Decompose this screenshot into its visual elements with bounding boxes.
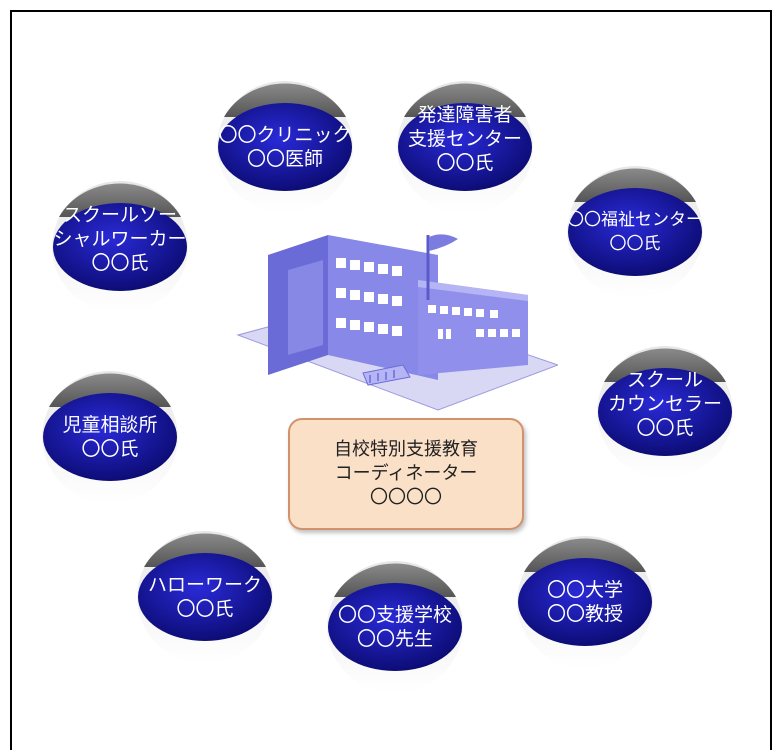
node-label-line: 〇〇福祉センター (567, 210, 703, 230)
node-welfare: 〇〇福祉センター〇〇氏 (560, 150, 710, 300)
node-label-line: 児童相談所 (62, 414, 158, 436)
node-label-line: ハローワーク (147, 574, 262, 596)
node-label: 発達障害者支援センター〇〇氏 (395, 99, 535, 179)
node-shape (397, 81, 533, 213)
node-label-line: スクールソー (62, 204, 177, 226)
node-label-line: スクール (626, 369, 703, 391)
node-label: スクールソーシャルワーカー〇〇氏 (50, 199, 190, 279)
node-label-line: 〇〇氏 (176, 598, 234, 620)
node-label-line: 〇〇氏 (91, 252, 149, 274)
node-label: 〇〇クリニック〇〇医師 (215, 107, 355, 187)
node-label-line: 支援センター (407, 128, 522, 150)
node-shape (137, 531, 273, 663)
node-shape (567, 166, 703, 298)
node-label-line: カウンセラー (607, 393, 722, 415)
node-label: ハローワーク〇〇氏 (135, 557, 275, 637)
node-child-guidance: 児童相談所〇〇氏 (35, 355, 185, 505)
node-label-line: 〇〇先生 (356, 628, 433, 650)
node-shape (217, 81, 353, 213)
node-label-line: 〇〇氏 (636, 417, 694, 439)
node-label-line: 〇〇氏 (436, 152, 494, 174)
node-label: 〇〇大学〇〇教授 (515, 562, 655, 642)
school-building-illustration (228, 225, 560, 420)
node-shape (327, 561, 463, 693)
node-label-line: シャルワーカー (53, 228, 187, 250)
node-clinic: 〇〇クリニック〇〇医師 (210, 65, 360, 215)
coordinator-line-2: コーディネーター (334, 463, 478, 484)
coordinator-line-1: 自校特別支援教育 (334, 439, 478, 460)
node-label: 〇〇支援学校〇〇先生 (325, 587, 465, 667)
coordinator-line-3: 〇〇〇〇 (370, 487, 442, 508)
node-label-line: 〇〇教授 (546, 603, 623, 625)
node-label-line: 〇〇医師 (246, 148, 323, 170)
node-label-line: 発達障害者 (417, 104, 513, 126)
node-shape (42, 371, 178, 503)
node-label-line: 〇〇クリニック (218, 124, 352, 146)
node-label: スクールカウンセラー〇〇氏 (595, 364, 735, 444)
node-label-line: 〇〇大学 (546, 579, 623, 601)
node-shape (597, 346, 733, 478)
node-shape (517, 536, 653, 668)
node-counselor: スクールカウンセラー〇〇氏 (590, 330, 740, 480)
node-label-line: 〇〇氏 (609, 234, 661, 254)
node-label-line: 〇〇氏 (81, 438, 139, 460)
diagram-frame (10, 10, 772, 750)
node-shape (52, 181, 188, 313)
node-university: 〇〇大学〇〇教授 (510, 520, 660, 670)
node-label: 〇〇福祉センター〇〇氏 (565, 192, 705, 272)
node-social-worker: スクールソーシャルワーカー〇〇氏 (45, 165, 195, 315)
coordinator-box: 自校特別支援教育 コーディネーター 〇〇〇〇 (288, 418, 524, 530)
node-hello-work: ハローワーク〇〇氏 (130, 515, 280, 665)
node-support-school: 〇〇支援学校〇〇先生 (320, 545, 470, 695)
node-label-line: 〇〇支援学校 (337, 604, 452, 626)
node-dev-support: 発達障害者支援センター〇〇氏 (390, 65, 540, 215)
node-label: 児童相談所〇〇氏 (40, 397, 180, 477)
